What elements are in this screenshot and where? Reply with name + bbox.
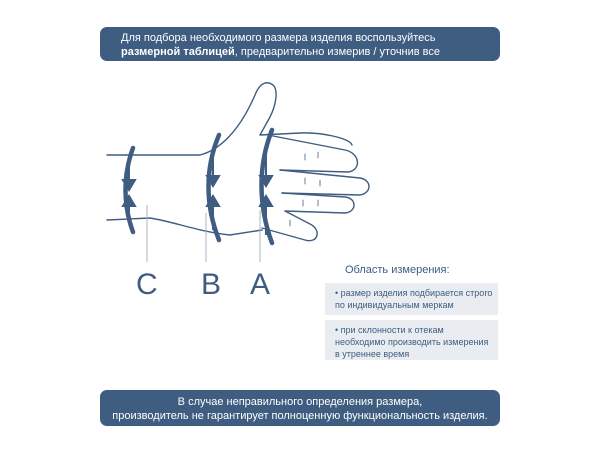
arrow-down-icon (205, 175, 221, 188)
measure-ring-b-icon (206, 132, 222, 243)
arrow-down-icon (258, 175, 274, 188)
arrow-up-icon (205, 194, 221, 207)
header-text-after: , предварительно измерив / уточнив все н… (121, 46, 441, 72)
zone-label-b: B (201, 268, 222, 301)
measure-ring-a-icon (259, 127, 275, 246)
middle-finger (279, 169, 370, 196)
zone-label-a: A (250, 268, 271, 301)
measurement-area-title: Область измерения: (345, 264, 450, 276)
header-text-before: Для подбора необходимого размера изделия… (121, 32, 436, 44)
footer-line-2: производитель не гарантирует полноценную… (112, 410, 488, 422)
arrow-down-icon (121, 179, 137, 192)
footer-line-1: В случае неправильного определения разме… (177, 396, 423, 408)
footer-banner: В случае неправильного определения разме… (100, 390, 500, 426)
finger-creases (289, 151, 321, 227)
header-banner: Для подбора необходимого размера изделия… (100, 27, 500, 72)
note-morning-measure: • при склонности к отекам необходимо про… (325, 320, 498, 360)
note-individual-size: • размер изделия подбирается строго по и… (325, 283, 498, 315)
arrow-up-icon (258, 194, 274, 207)
zone-label-c: C (136, 268, 158, 301)
size-table-link[interactable]: размерной таблицей (121, 46, 235, 58)
index-finger (267, 134, 359, 173)
little-finger (261, 210, 318, 242)
hand-outline-top (106, 82, 353, 156)
arrow-up-icon (121, 194, 137, 207)
ring-finger (281, 192, 355, 214)
hand-outline-bottom (106, 217, 263, 236)
measure-ring-c-icon (123, 145, 136, 235)
